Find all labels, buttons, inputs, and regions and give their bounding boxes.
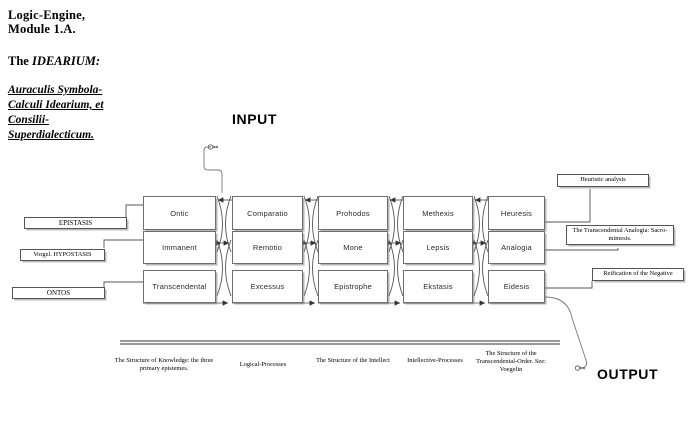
node-prohodos[interactable]: Prohodos <box>318 196 388 230</box>
label-heuristic-analysis[interactable]: Heuristic analysis <box>557 174 649 187</box>
caption-structure-of-intellect: The Structure of the Intellect <box>316 357 390 364</box>
idearium-word: IDEARIUM: <box>31 54 101 68</box>
label-vorgel-hypostasis[interactable]: Vorgel. HYPOSTASIS <box>20 249 105 261</box>
node-methexis[interactable]: Methexis <box>403 196 473 230</box>
title-line-1: Logic-Engine, <box>8 8 86 22</box>
idearium-prefix: The <box>8 54 32 68</box>
node-mone[interactable]: Mone <box>318 231 388 264</box>
label-epistasis[interactable]: EPISTASIS <box>24 217 127 229</box>
label-reification-negative[interactable]: Reification of the Negative <box>592 268 684 281</box>
node-ontic[interactable]: Ontic <box>143 196 216 230</box>
node-eidesis[interactable]: Eidesis <box>488 270 545 303</box>
caption-intellective-processes: Intellective-Processes <box>407 357 463 364</box>
node-remotio[interactable]: Remotio <box>232 231 303 264</box>
label-ontos[interactable]: ONTOS <box>12 287 105 299</box>
node-excessus[interactable]: Excessus <box>232 270 303 303</box>
idearium-heading: The IDEARIUM: <box>8 54 198 69</box>
title-line-2: Module 1.A. <box>8 22 76 36</box>
caption-logical-processes: Logical-Processes <box>239 361 287 368</box>
node-epistrophe[interactable]: Epistrophe <box>318 270 388 303</box>
node-ekstasis[interactable]: Ekstasis <box>403 270 473 303</box>
label-transcendental-analogia[interactable]: The Transcendental Analogia: Sacro-mimes… <box>566 225 674 245</box>
node-immanent[interactable]: Immanent <box>143 231 216 264</box>
node-heuresis[interactable]: Heuresis <box>488 196 545 230</box>
title-block: Logic-Engine, Module 1.A. The IDEARIUM: … <box>8 8 198 143</box>
output-label: OUTPUT <box>597 366 659 382</box>
node-transcendental[interactable]: Transcendental <box>143 270 216 303</box>
subtitle-latin: Auraculis Symbola-Calculi Idearium, et C… <box>8 84 104 141</box>
node-comparatio[interactable]: Comparatio <box>232 196 303 230</box>
caption-structure-transcendental-order: The Structure of the Transcendental-Orde… <box>476 350 546 373</box>
caption-structure-of-knowledge: The Structure of Knowledge: the three pr… <box>114 357 214 372</box>
node-lepsis[interactable]: Lepsis <box>403 231 473 264</box>
node-analogia[interactable]: Analogia <box>488 231 545 264</box>
input-label: INPUT <box>232 111 277 127</box>
